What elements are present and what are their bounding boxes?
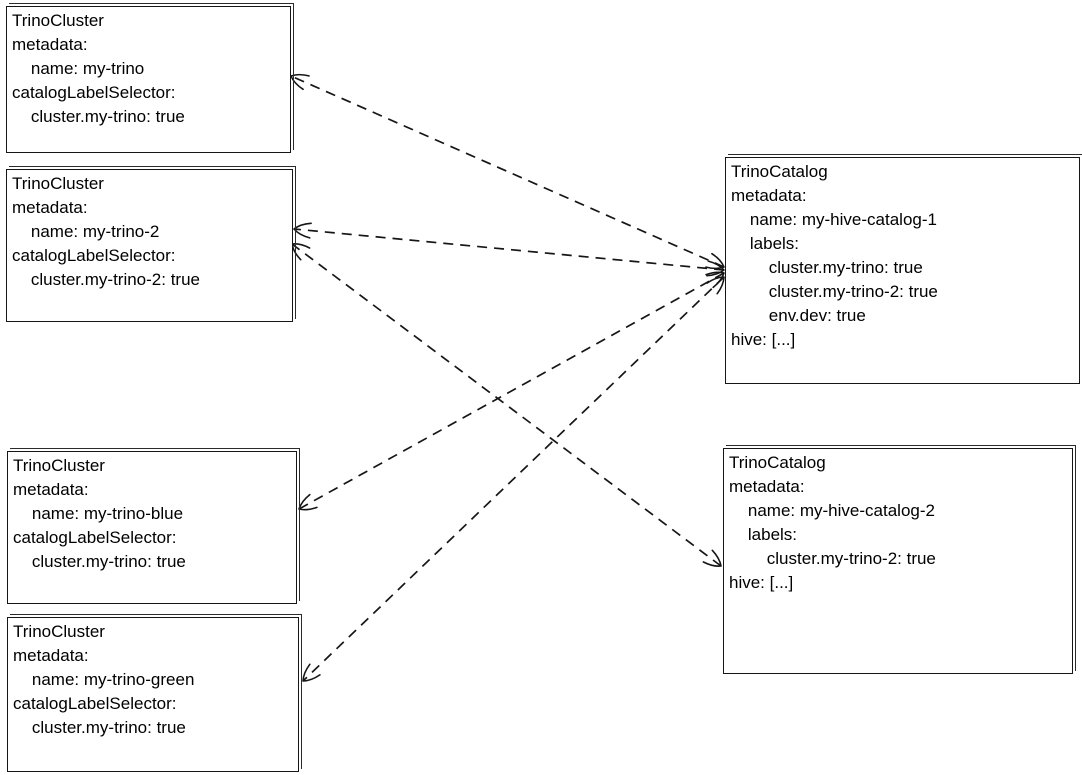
edge-line-my-hive-catalog-1-my-trino [290,75,725,268]
node-trinocluster-my-trino: TrinoCluster metadata: name: my-trino ca… [6,3,294,153]
yaml-text: TrinoCluster metadata: name: my-trino-bl… [13,456,186,571]
node-trinocatalog-my-hive-catalog-1: TrinoCatalog metadata: name: my-hive-cat… [725,154,1082,384]
edge-line-my-hive-catalog-1-my-trino-2 [293,228,725,271]
arrowhead-my-hive-catalog-1-my-trino-2 [293,222,725,277]
yaml-text: TrinoCatalog metadata: name: my-hive-cat… [729,453,936,592]
yaml-text: TrinoCatalog metadata: name: my-hive-cat… [731,162,938,349]
yaml-text: TrinoCluster metadata: name: my-trino-2 … [12,174,200,289]
arrowhead-my-hive-catalog-1-my-trino [290,73,725,270]
yaml-text: TrinoCluster metadata: name: my-trino-gr… [13,622,195,737]
yaml-text: TrinoCluster metadata: name: my-trino ca… [12,11,185,126]
edge-line-my-hive-catalog-1-my-trino-blue [298,272,725,510]
arrowhead-my-hive-catalog-1-my-trino-green [302,276,725,682]
arrowhead-my-hive-catalog-1-my-trino-blue [298,271,725,511]
node-trinocluster-my-trino-2: TrinoCluster metadata: name: my-trino-2 … [6,166,296,322]
edge-line-my-hive-catalog-2-my-trino-2 [291,243,722,567]
node-trinocluster-my-trino-green: TrinoCluster metadata: name: my-trino-gr… [7,614,302,772]
arrowhead-my-hive-catalog-2-my-trino-2 [291,243,722,567]
node-trinocatalog-my-hive-catalog-2: TrinoCatalog metadata: name: my-hive-cat… [723,445,1076,674]
node-trinocluster-my-trino-blue: TrinoCluster metadata: name: my-trino-bl… [7,448,300,604]
edge-line-my-hive-catalog-1-my-trino-green [302,276,725,682]
